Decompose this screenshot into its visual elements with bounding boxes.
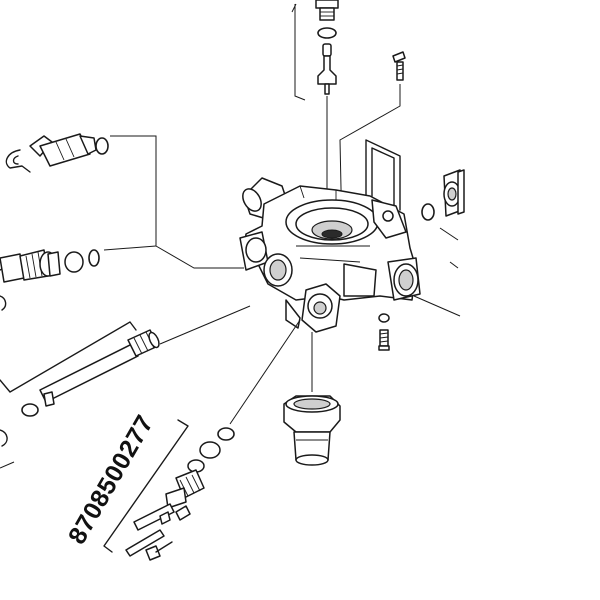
spring-clip-inner [371, 147, 395, 207]
lower-valve [125, 459, 205, 557]
lower-group-bracket [103, 419, 189, 553]
lower-cap [199, 441, 221, 459]
right-fitting-leader-2 [449, 261, 459, 269]
left-bottom-edge [0, 429, 8, 447]
right-o-ring [421, 203, 435, 221]
right-port-leader [413, 295, 461, 317]
top-valve-cap [315, 0, 339, 21]
left-top-valve [29, 133, 97, 167]
bottom-screw [378, 329, 390, 351]
top-screw-leader [339, 84, 401, 237]
lower-o-ring [217, 427, 235, 441]
left-mid-o-ring [88, 249, 100, 267]
left-top-o-ring [95, 137, 109, 155]
valve-body [239, 177, 421, 333]
top-o-ring [317, 27, 337, 39]
lower-screw [145, 541, 173, 561]
outlet-fitting [283, 395, 341, 466]
left-mid-valve [0, 249, 61, 283]
top-screw [392, 51, 406, 81]
left-mid-cap [64, 251, 84, 273]
top-group-bracket [294, 4, 306, 101]
long-shaft [39, 329, 160, 407]
shaft-o-ring [21, 403, 39, 417]
left-mid-edge [0, 295, 7, 311]
small-washer [378, 313, 390, 323]
right-fitting [443, 169, 465, 217]
shaft-leader [159, 305, 251, 345]
left-top-clip [5, 149, 31, 173]
lower-assembly-leader [229, 319, 301, 425]
top-group-bracket-tick [291, 3, 297, 13]
left-bottom-tick [0, 461, 15, 469]
valve-stem [317, 43, 337, 95]
spring-clip [365, 139, 401, 211]
right-fitting-leader [439, 227, 459, 241]
left-mid-leader [103, 245, 157, 251]
left-long-bracket [0, 321, 137, 393]
